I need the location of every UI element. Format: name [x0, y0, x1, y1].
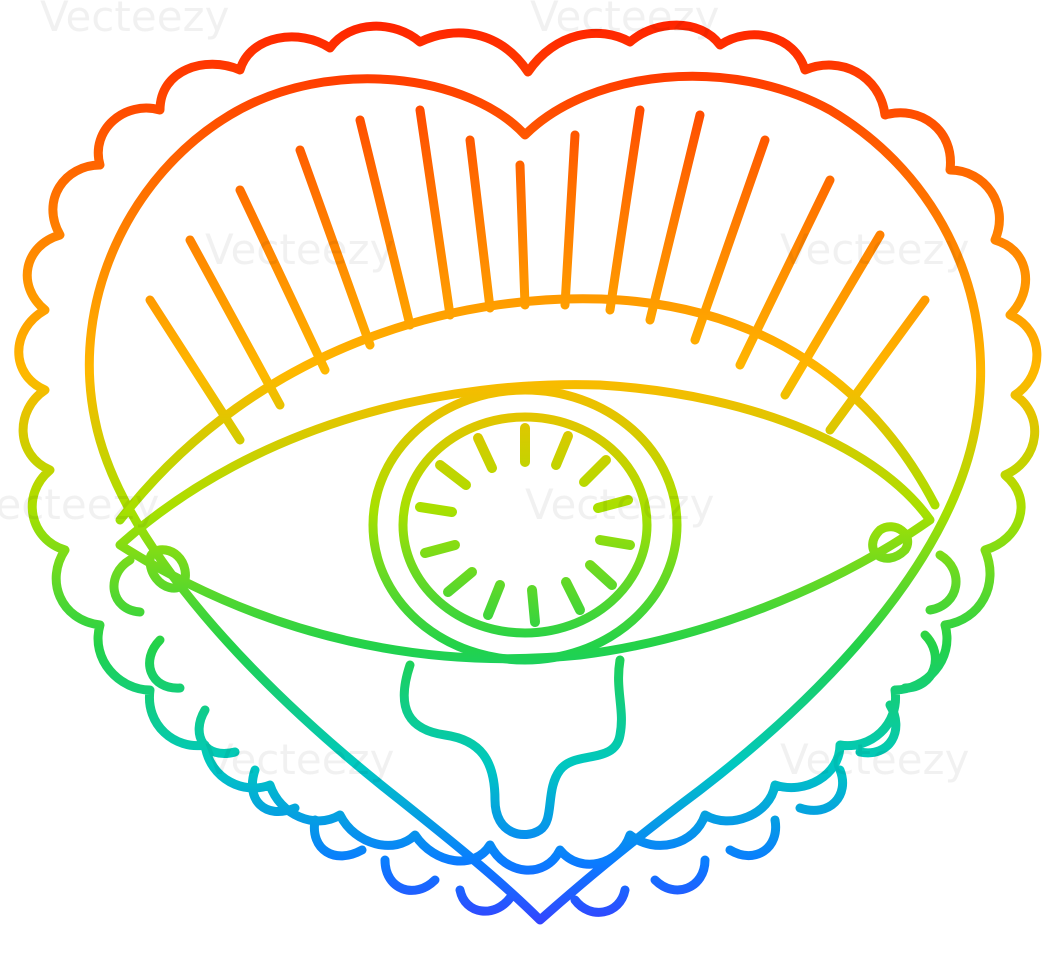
eyelid-rays	[145, 105, 930, 445]
upper-eyelid	[115, 294, 940, 525]
iris	[368, 385, 682, 665]
tear-duct-right	[868, 522, 912, 563]
outer-scalloped-border	[14, 20, 1042, 875]
eye-outline	[115, 380, 935, 664]
inner-scallops	[109, 550, 961, 917]
pupil-ring	[398, 412, 652, 638]
tear-duct-left	[145, 545, 190, 593]
tear-drip	[399, 655, 626, 840]
inner-heart-outline	[84, 71, 986, 925]
iris-spokes	[415, 423, 635, 627]
